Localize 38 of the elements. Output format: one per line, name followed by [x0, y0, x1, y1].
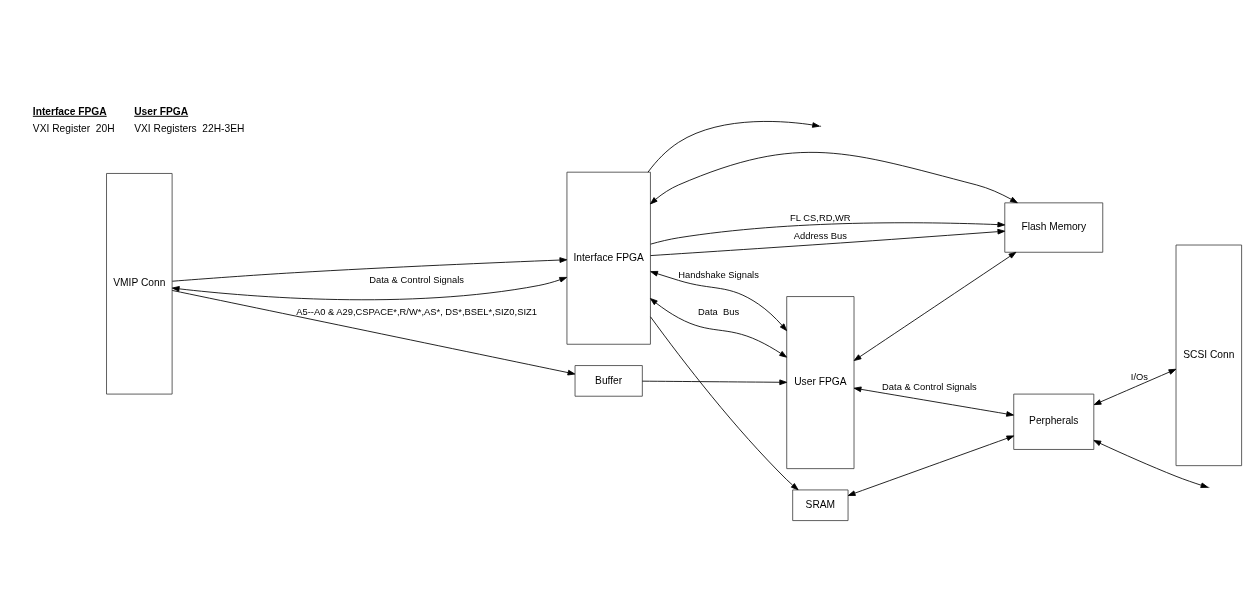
arrow	[171, 289, 576, 375]
label: 22H-3EH	[202, 122, 245, 134]
node-box: SRAM	[792, 489, 849, 521]
node-box: Buffer	[574, 364, 643, 397]
arrow	[650, 270, 787, 331]
edge-label: I/Os	[1130, 371, 1148, 382]
label: 20H	[95, 122, 115, 134]
label: VXI Registers	[134, 122, 197, 134]
arrow	[650, 297, 787, 358]
arrow	[171, 256, 568, 282]
edge-label: Data Bus	[698, 306, 740, 317]
node-box: Flash Memory	[1004, 201, 1104, 253]
arrow	[641, 378, 787, 385]
edge-label: A5--A0 & A29,CSPACE*,R/W*,AS*, DS*,BSEL*,SIZ0,SIZ1	[296, 306, 537, 317]
arrow	[847, 434, 1015, 496]
label: Interface FPGA	[32, 105, 107, 117]
node-box: Interface FPGA	[566, 171, 651, 345]
arrow	[1093, 368, 1177, 405]
arrow	[650, 221, 1006, 245]
arrow	[650, 315, 799, 490]
label: VXI Register	[32, 122, 91, 134]
edge-label: Data & Control Signals	[369, 274, 464, 285]
arrow	[1093, 439, 1209, 488]
arrow	[650, 151, 1018, 204]
node-box: VMIP Conn	[106, 172, 173, 394]
arrow	[171, 276, 568, 300]
node-box: User FPGA	[786, 295, 855, 469]
node-box: SCSI Conn	[1175, 244, 1243, 466]
edge-label: FL CS,RD,WR	[790, 212, 851, 223]
edge-label: Handshake Signals	[678, 269, 759, 280]
arrow	[853, 251, 1017, 361]
edge-label: Data & Control Signals	[882, 381, 977, 392]
label: User FPGA	[134, 105, 189, 117]
node-box: Perpherals	[1013, 393, 1095, 450]
edge-label: Address Bus	[793, 230, 847, 241]
arrow	[647, 120, 820, 173]
arrow	[650, 228, 1006, 256]
arrow	[853, 386, 1014, 417]
